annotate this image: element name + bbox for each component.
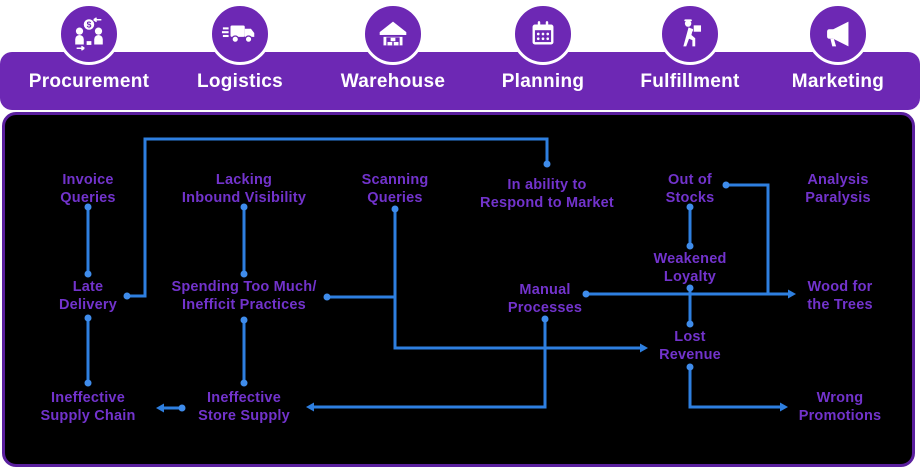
category-procurement: $ Procurement	[9, 3, 169, 93]
category-planning: Planning	[463, 3, 623, 93]
marketing-icon	[807, 3, 869, 65]
category-logistics: Logistics	[160, 3, 320, 93]
category-warehouse: Warehouse	[313, 3, 473, 93]
node-spending-too-much: Spending Too Much/Inefficit Practices	[171, 279, 317, 313]
pain-points-panel	[2, 112, 915, 467]
category-fulfillment: Fulfillment	[610, 3, 770, 93]
category-label: Marketing	[791, 71, 885, 92]
category-label: Logistics	[196, 71, 284, 92]
warehouse-icon	[362, 3, 424, 65]
category-label: Procurement	[28, 71, 150, 92]
logistics-icon	[209, 3, 271, 65]
category-marketing: Marketing	[758, 3, 918, 93]
svg-text:$: $	[87, 20, 92, 30]
fulfillment-icon	[659, 3, 721, 65]
category-label: Planning	[501, 71, 585, 92]
category-label: Warehouse	[340, 71, 446, 92]
category-header-bar	[0, 52, 920, 110]
planning-icon	[512, 3, 574, 65]
category-label: Fulfillment	[640, 71, 740, 92]
procurement-icon: $	[58, 3, 120, 65]
